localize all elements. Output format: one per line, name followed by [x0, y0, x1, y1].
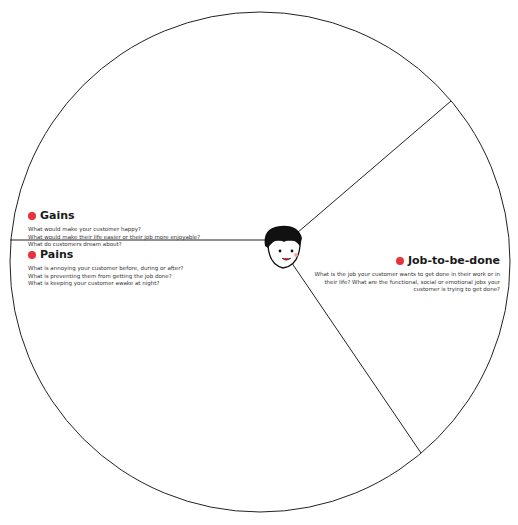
sector-heading-row: Pains: [28, 248, 229, 262]
job-sector: Job-to-be-doneWhat is the job your custo…: [306, 252, 502, 296]
sector-question: What is the job your customer wants to g…: [308, 271, 500, 294]
sector-heading-row: Gains: [28, 209, 229, 223]
bullet-dot: [28, 212, 36, 220]
face-icon: [265, 226, 302, 268]
sector-question: What would make their life easier or the…: [28, 234, 229, 242]
sector-heading: Job-to-be-done: [408, 254, 500, 268]
sector-question: What do customers dream about?: [28, 241, 229, 249]
pains-sector: PainsWhat is annoying your customer befo…: [26, 246, 231, 290]
bullet-dot: [28, 251, 36, 259]
outer-circle: [10, 12, 510, 512]
sector-question: What would make your customer happy?: [28, 226, 229, 234]
gains-sector: GainsWhat would make your customer happy…: [26, 207, 231, 251]
sector-heading-row: Job-to-be-done: [308, 254, 500, 268]
sector-heading: Pains: [40, 248, 73, 262]
bullet-dot: [396, 257, 404, 265]
divider-line: [10, 240, 283, 241]
divider-line: [283, 101, 451, 245]
sector-question: What is preventing them from getting the…: [28, 273, 229, 281]
sector-question: What is annoying your customer before, d…: [28, 265, 229, 273]
sector-question: What is keeping your customer awake at n…: [28, 280, 229, 288]
sector-heading: Gains: [40, 209, 75, 223]
